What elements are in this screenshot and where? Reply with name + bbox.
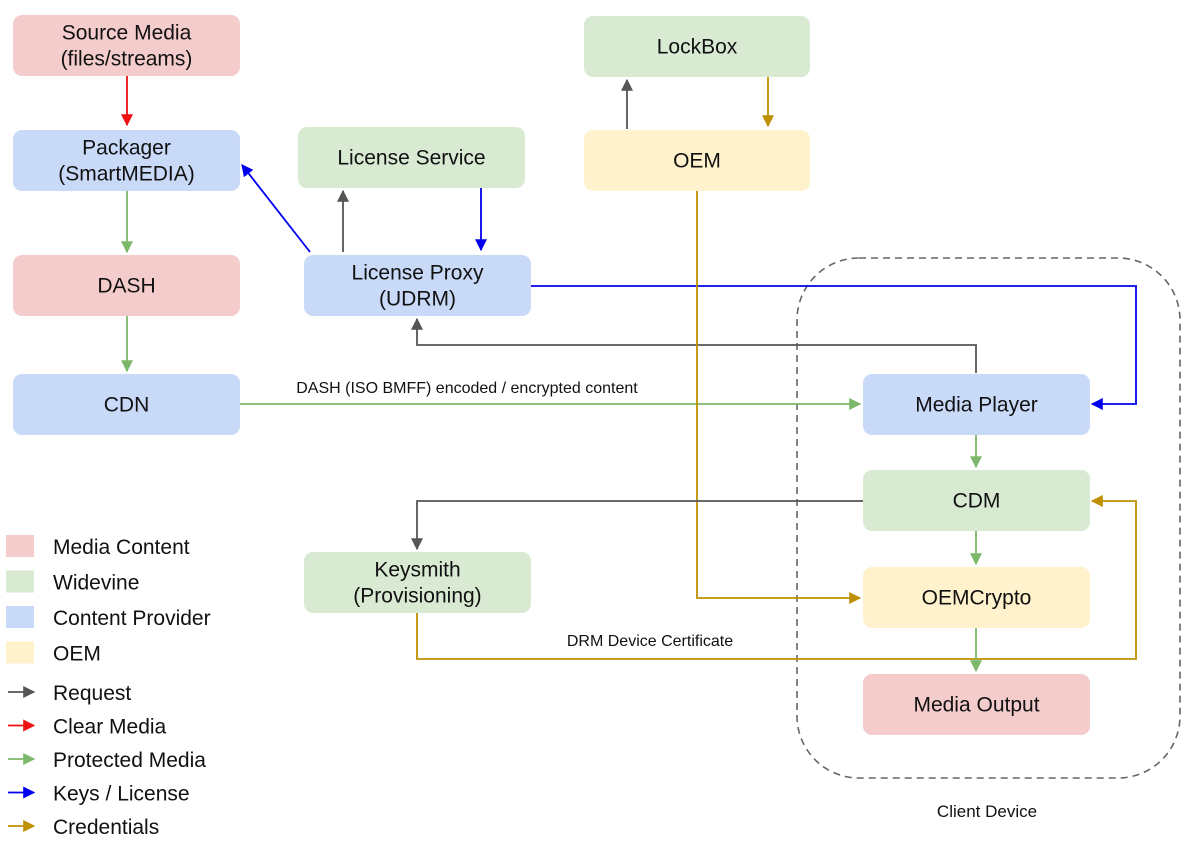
legend-label-credentials: Credentials — [53, 816, 159, 839]
node-license-service-box — [298, 127, 525, 188]
node-cdn-box — [13, 374, 240, 435]
legend-label-content_provider: Content Provider — [53, 607, 211, 630]
node-packager-label: Packager — [82, 137, 171, 160]
client-device-group — [796, 257, 1181, 779]
node-keysmith-label: (Provisioning) — [353, 585, 481, 608]
node-dash-label: DASH — [97, 275, 155, 298]
node-dash-box — [13, 255, 240, 316]
node-keysmith: Keysmith (Provisioning) — [304, 552, 531, 613]
node-packager-label: (SmartMEDIA) — [58, 163, 195, 186]
legend-label-media_content: Media Content — [53, 536, 190, 559]
node-oem-box — [584, 130, 810, 191]
edge-proxy-to-media-player — [531, 285, 1137, 410]
legend-label-widevine: Widevine — [53, 572, 139, 595]
legend-label-clear_media: Clear Media — [53, 716, 167, 739]
node-source-media-box — [13, 15, 240, 76]
edge-proxy-to-packager — [241, 164, 311, 253]
legend-label-protected_media: Protected Media — [53, 749, 206, 772]
edge-label-drm-certificate: DRM Device Certificate — [567, 633, 733, 650]
legend-swatch-oem — [6, 641, 34, 664]
node-oem-label: OEM — [673, 150, 721, 173]
node-oemcrypto-box — [863, 567, 1090, 628]
node-cdn-label: CDN — [104, 394, 150, 417]
legend-label-oem: OEM — [53, 643, 101, 666]
edge-cdm-to-keysmith — [411, 500, 863, 551]
node-source-media-label: (files/streams) — [61, 48, 193, 71]
node-dash: DASH — [13, 255, 240, 316]
node-media-output: Media Output — [863, 674, 1090, 735]
node-lockbox-box — [584, 16, 810, 77]
node-license-proxy: License Proxy (UDRM) — [304, 255, 531, 316]
node-media-player: Media Player — [863, 374, 1090, 435]
nodes: Source Media (files/streams) Packager (Sma… — [13, 15, 1090, 735]
legend-swatch-widevine — [6, 570, 34, 593]
node-oem: OEM — [584, 130, 810, 191]
node-license-service-label: License Service — [337, 147, 485, 170]
legend-swatch-content_provider — [6, 606, 34, 628]
node-media-output-label: Media Output — [913, 694, 1039, 717]
node-cdm-label: CDM — [953, 490, 1001, 513]
node-media-player-box — [863, 374, 1090, 435]
node-oemcrypto-label: OEMCrypto — [922, 587, 1032, 610]
edge-oem-to-oemcrypto — [696, 191, 862, 604]
node-media-output-box — [863, 674, 1090, 735]
node-license-proxy-label: License Proxy — [352, 262, 484, 285]
node-license-proxy-box — [304, 255, 531, 316]
connections — [121, 76, 1137, 673]
node-oemcrypto: OEMCrypto — [863, 567, 1090, 628]
node-source-media-label: Source Media — [62, 22, 192, 45]
node-cdn: CDN — [13, 374, 240, 435]
node-media-player-label: Media Player — [915, 394, 1038, 417]
node-lockbox-label: LockBox — [657, 36, 738, 59]
legend-swatch-media_content — [6, 535, 34, 557]
edge-keysmith-to-cdm — [416, 495, 1137, 660]
legend-label-keys_license: Keys / License — [53, 783, 190, 806]
node-keysmith-label: Keysmith — [374, 559, 460, 582]
node-packager-box — [13, 130, 240, 191]
node-lockbox: LockBox — [584, 16, 810, 77]
node-license-proxy-label: (UDRM) — [379, 288, 456, 311]
client-device-label: Client Device — [937, 802, 1037, 821]
node-cdm-box — [863, 470, 1090, 531]
node-source-media: Source Media (files/streams) — [13, 15, 240, 76]
edge-label-dash-content: DASH (ISO BMFF) encoded / encrypted cont… — [296, 380, 638, 397]
node-license-service: License Service — [298, 127, 525, 188]
node-keysmith-box — [304, 552, 531, 613]
node-packager: Packager (SmartMEDIA) — [13, 130, 240, 191]
node-cdm: CDM — [863, 470, 1090, 531]
legend-label-request: Request — [53, 682, 131, 705]
